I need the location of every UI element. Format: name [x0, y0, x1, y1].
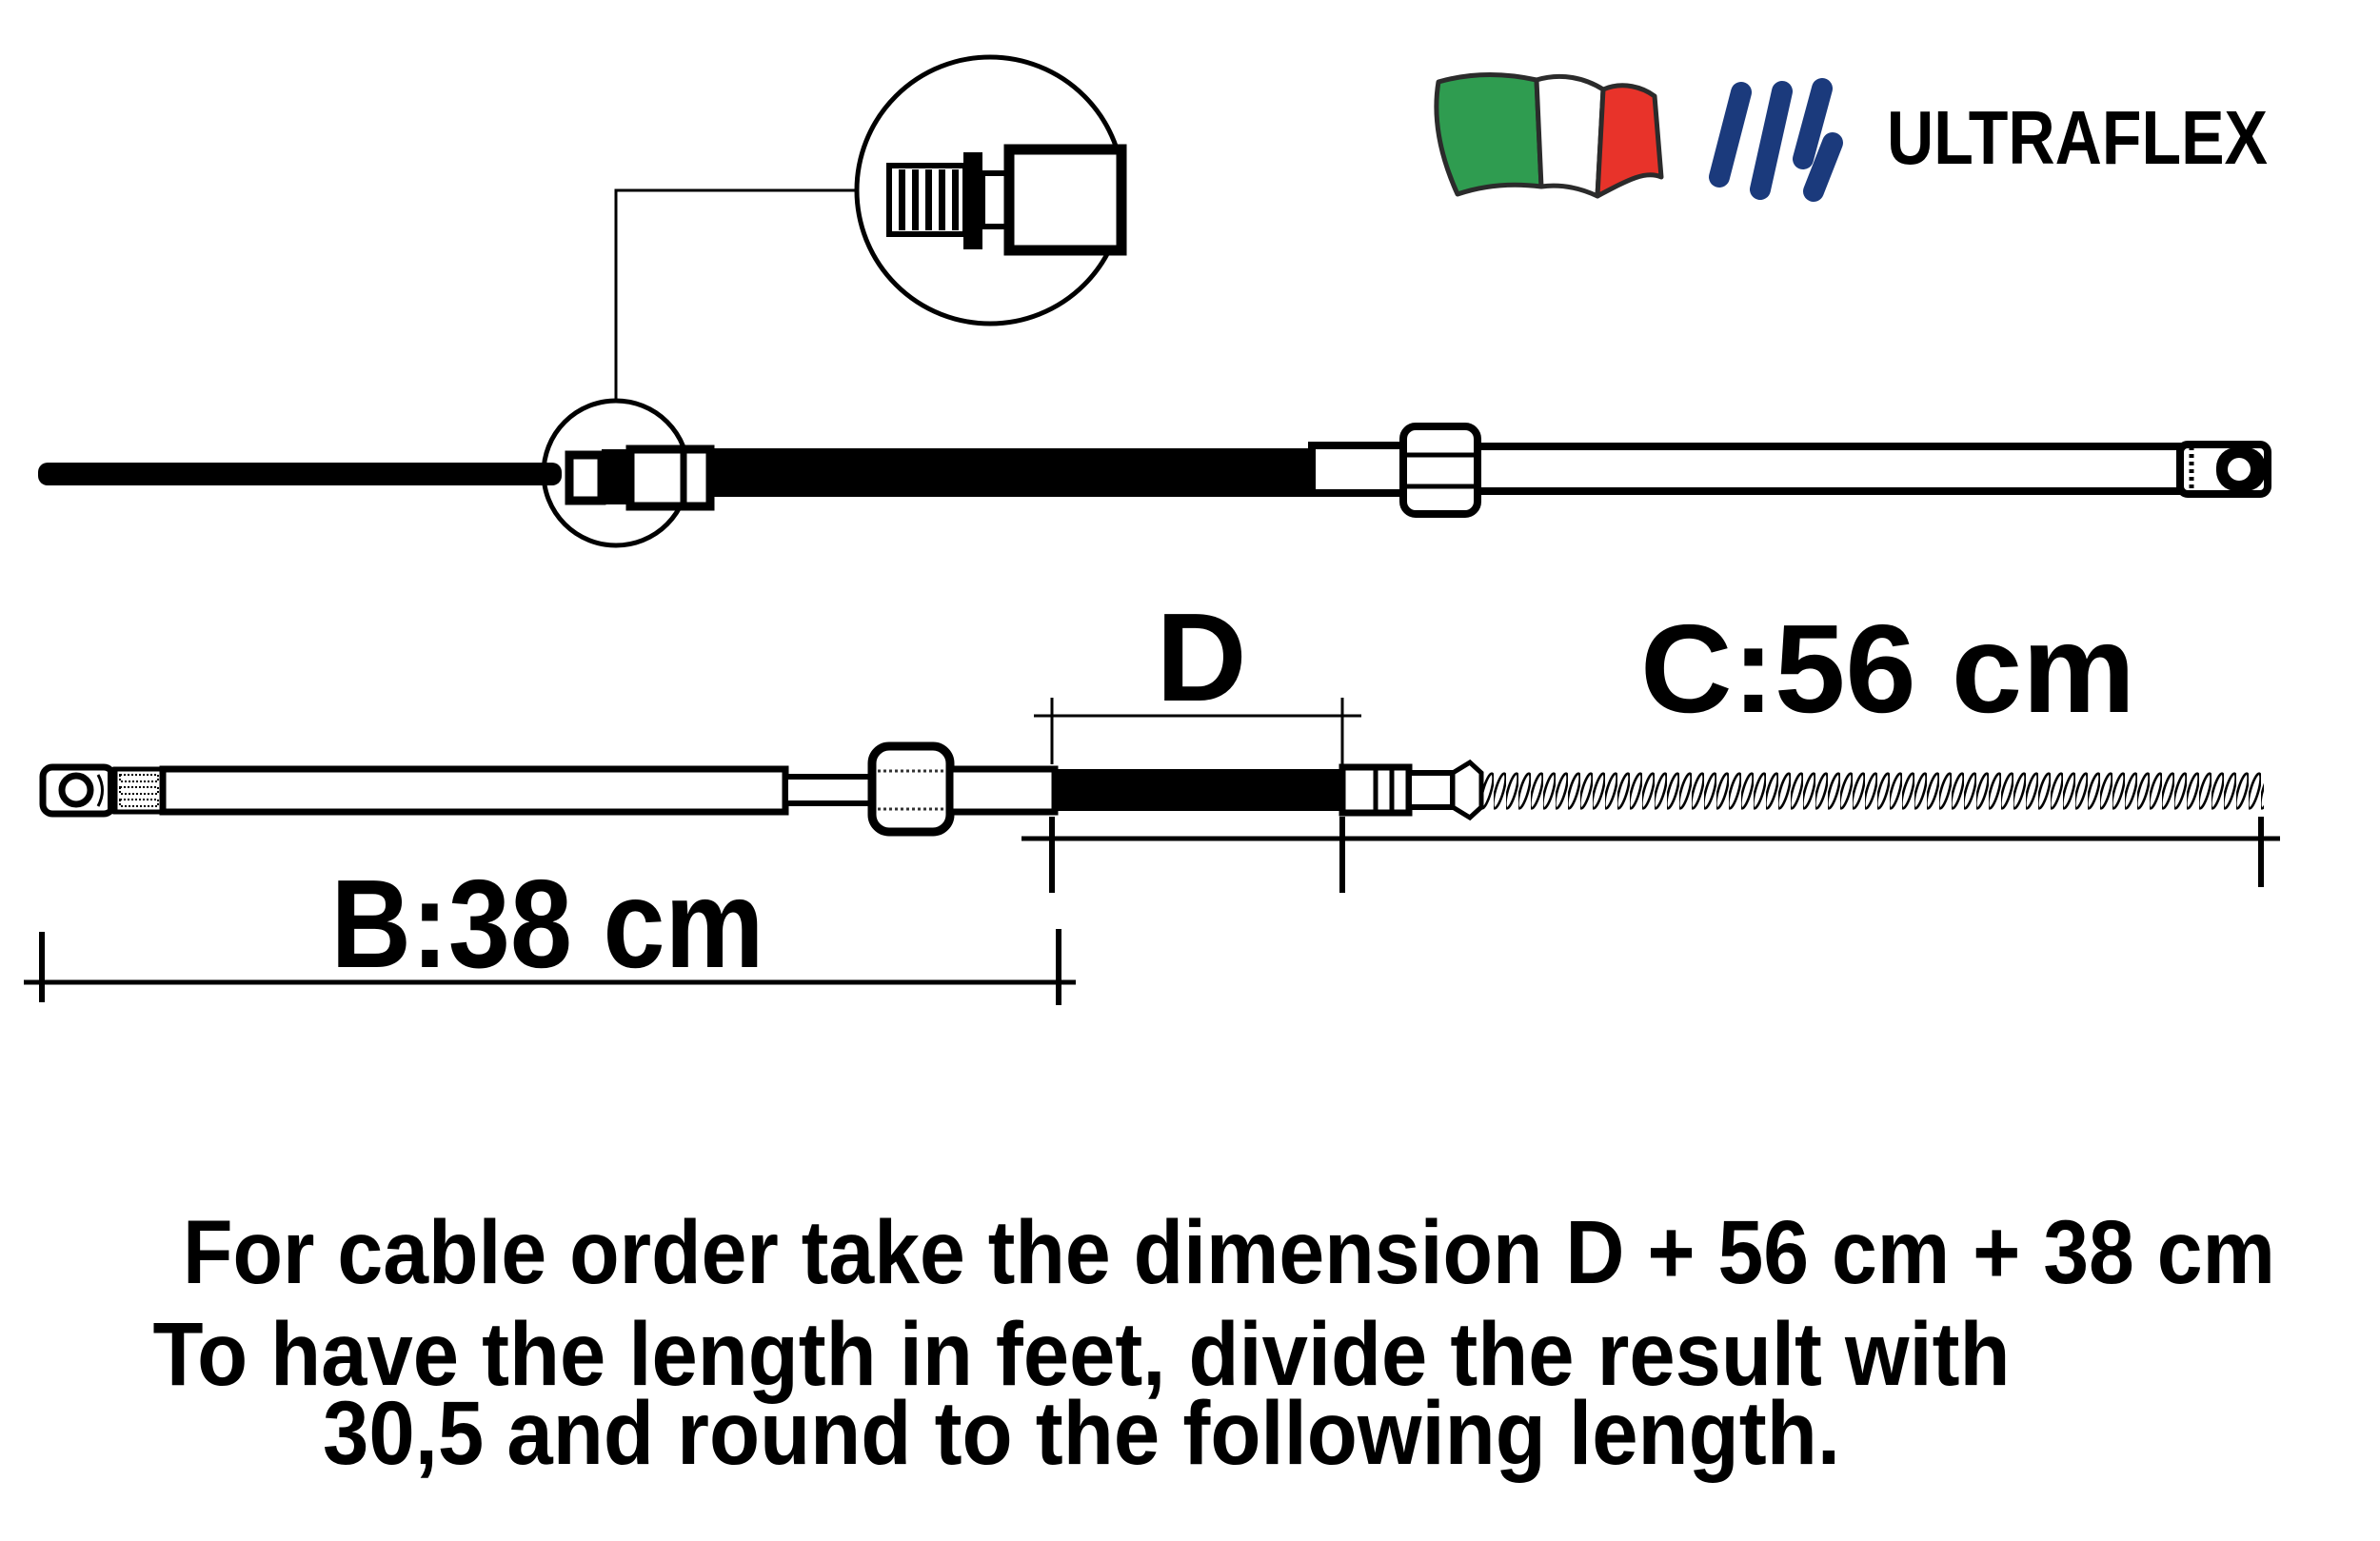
thread-ridge	[912, 169, 919, 230]
brand-header: ULTRAFLEX	[1434, 71, 2268, 202]
ultraflex-logo: ULTRAFLEX	[1709, 78, 2268, 202]
flexible-conduit-coil	[1481, 772, 2264, 810]
outer-jacket	[710, 448, 1312, 497]
logo-stripes-icon	[1709, 78, 1843, 202]
hex-nut	[867, 741, 955, 837]
outer-tube	[159, 765, 789, 816]
connector-ring	[565, 450, 606, 505]
logo-stripe	[1709, 82, 1752, 188]
thread-ridge	[952, 169, 959, 230]
fitting-face-arc	[96, 774, 104, 807]
connector-flange	[963, 152, 982, 249]
tube-neck	[783, 774, 877, 806]
outer-tube-short	[946, 765, 1059, 816]
dimension-b: B:38 cm	[24, 854, 1076, 1005]
spline-slot	[119, 774, 159, 782]
thread-ridge	[925, 169, 932, 230]
dim-b-label: B:38 cm	[331, 854, 764, 994]
callout-leader-line	[614, 188, 857, 401]
spline-slot	[119, 786, 159, 795]
eye-hole	[2228, 458, 2251, 481]
dim-c-label: C:56 cm	[1640, 599, 2135, 739]
logo-stripe	[1750, 81, 1793, 200]
end-sleeve	[1308, 442, 1409, 497]
dimension-d-jacket	[1053, 769, 1342, 811]
flag-white-band	[1534, 73, 1606, 199]
flag-green-band	[1434, 71, 1544, 197]
telescopic-tube	[1474, 443, 2184, 495]
instruction-line-3: 30,5 and round to the following length.	[323, 1383, 1840, 1484]
connector-body	[1003, 144, 1127, 256]
ferrule	[1406, 770, 1456, 810]
logo-stripe	[1793, 78, 1833, 169]
ultraflex-wordmark: ULTRAFLEX	[1887, 95, 2268, 180]
flag-red-band	[1595, 83, 1664, 199]
eye-hole	[58, 772, 94, 808]
fitting-divider	[108, 767, 115, 814]
thread-ridge	[899, 169, 905, 230]
dimension-c: C:56 cm	[1021, 599, 2280, 887]
italian-flag-icon	[1434, 71, 1664, 199]
connector-sleeve	[625, 445, 715, 511]
upper-cable-drawing	[38, 423, 2271, 518]
thread-ridge	[939, 169, 945, 230]
lower-cable-drawing	[39, 741, 2264, 837]
logo-stripe	[1803, 132, 1843, 202]
inner-cable-rod	[38, 463, 562, 485]
spline-slot	[119, 799, 159, 807]
threaded-connector-detail	[886, 144, 1127, 256]
dimension-d: D	[1034, 587, 1361, 893]
instruction-line-1: For cable order take the dimension D + 5…	[183, 1202, 2275, 1303]
instruction-line-2: To have the length in feet, divide the r…	[153, 1304, 2011, 1405]
connector-collar	[602, 449, 630, 504]
hex-nut	[1399, 423, 1481, 518]
detail-callout	[541, 54, 1127, 548]
flared-collar	[1450, 759, 1484, 821]
dim-d-label: D	[1156, 587, 1246, 727]
ordering-instructions: For cable order take the dimension D + 5…	[153, 1202, 2276, 1484]
